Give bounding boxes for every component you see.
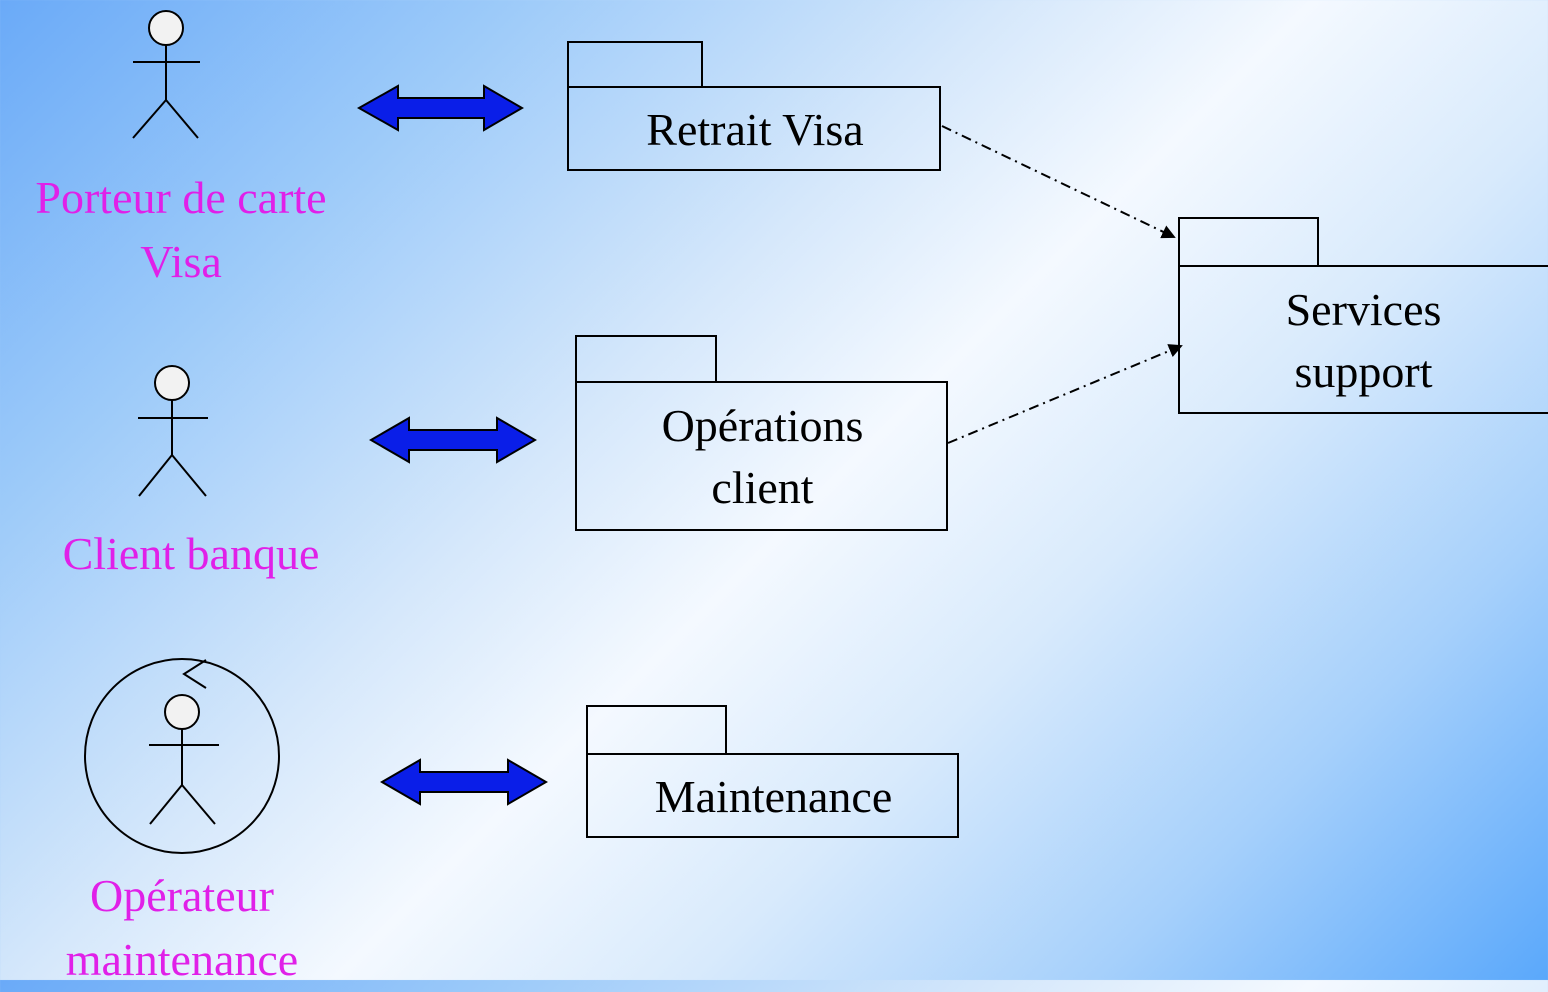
package-operations-client[interactable] bbox=[575, 335, 948, 531]
dependency-operations-to-services bbox=[947, 344, 1183, 444]
actor-operateur-label: Opérateur maintenance bbox=[0, 864, 364, 992]
actor-operateur-label-line1: Opérateur bbox=[90, 870, 274, 921]
dependency-retrait-to-services bbox=[941, 125, 1176, 239]
package-services-label-line2: support bbox=[1294, 345, 1433, 397]
actor-client-label-line1: Client banque bbox=[62, 528, 320, 579]
actor-operateur-label-line2: maintenance bbox=[65, 934, 299, 985]
package-services-support[interactable] bbox=[1178, 217, 1548, 414]
actor-porteur-label-line2: Visa bbox=[140, 236, 222, 287]
package-services-label-line1: Services bbox=[1285, 283, 1442, 335]
package-operations-label-line2: client bbox=[711, 462, 814, 513]
double-arrow-operateur-maintenance bbox=[380, 758, 548, 806]
package-retrait-label-line1: Retrait Visa bbox=[646, 103, 864, 155]
package-maintenance-label: Maintenance bbox=[587, 754, 960, 839]
package-operations-label-line1: Opérations bbox=[661, 400, 864, 451]
actor-client-label: Client banque bbox=[0, 522, 382, 586]
package-services-label: Services support bbox=[1179, 266, 1548, 415]
actor-porteur-label-line1: Porteur de carte bbox=[35, 172, 327, 223]
package-maintenance-label-line1: Maintenance bbox=[654, 770, 893, 822]
package-maintenance[interactable] bbox=[586, 705, 959, 838]
actor-operateur-figure[interactable] bbox=[84, 658, 280, 854]
actor-porteur-label: Porteur de carte Visa bbox=[0, 166, 362, 294]
double-arrow-porteur-retrait bbox=[356, 84, 524, 132]
package-retrait-label: Retrait Visa bbox=[568, 87, 942, 172]
double-arrow-client-operations bbox=[369, 416, 537, 464]
package-retrait-visa[interactable] bbox=[567, 41, 941, 171]
actor-porteur-figure[interactable] bbox=[132, 10, 200, 139]
package-operations-label: Opérations client bbox=[576, 382, 949, 532]
actor-client-figure[interactable] bbox=[138, 365, 208, 497]
